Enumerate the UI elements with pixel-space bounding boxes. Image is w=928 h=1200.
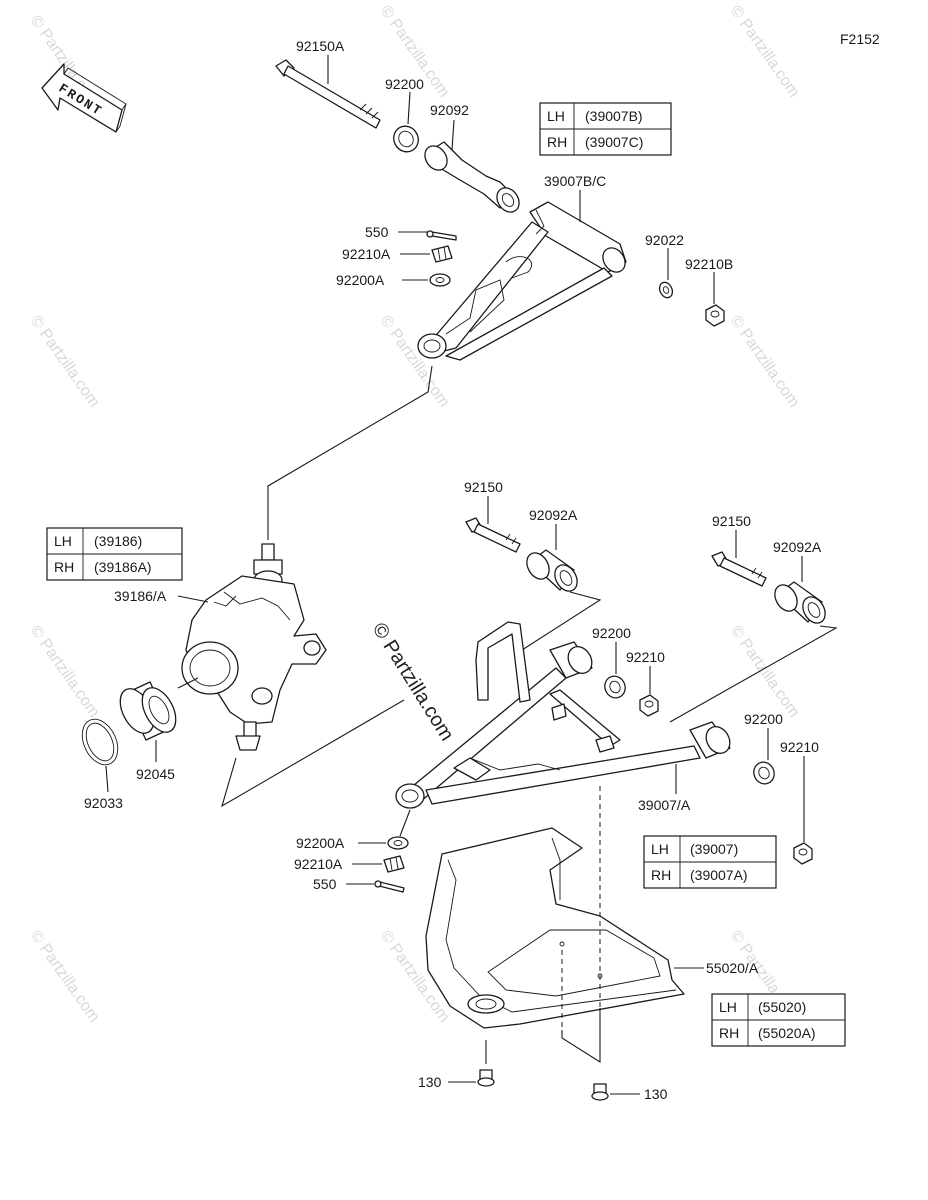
watermark-text: © Partzilla.com bbox=[377, 313, 453, 411]
watermark-text: © Partzilla.com bbox=[27, 313, 103, 411]
connector-line bbox=[521, 591, 602, 651]
label-92045: 92045 bbox=[136, 766, 175, 782]
table-cell-part: (55020A) bbox=[758, 1025, 816, 1041]
label-92210B: 92210B bbox=[685, 256, 733, 272]
knuckle-39186-drawing bbox=[181, 543, 327, 751]
label-550-top: 550 bbox=[365, 224, 389, 240]
table-cell-part: (39007A) bbox=[690, 867, 748, 883]
table-cell-part: (39186) bbox=[94, 533, 142, 549]
label-92210A-top: 92210A bbox=[342, 246, 391, 262]
bushing-92092A-mid-drawing bbox=[526, 549, 578, 592]
table-cell-part: (39007) bbox=[690, 841, 738, 857]
label-130-right: 130 bbox=[644, 1086, 668, 1102]
washer-92200A-top-drawing bbox=[429, 273, 451, 287]
washer-92200-mid-drawing bbox=[604, 675, 626, 699]
watermark-text: © Partzilla.com bbox=[727, 3, 803, 101]
label-92022: 92022 bbox=[645, 232, 684, 248]
castle-nut-92210A-top-drawing bbox=[431, 245, 453, 263]
bushing-92092A-right-drawing bbox=[774, 581, 826, 624]
label-92200-top: 92200 bbox=[385, 76, 424, 92]
watermark-text: © Partzilla.com bbox=[727, 313, 803, 411]
watermark-text: © Partzilla.com bbox=[727, 623, 803, 721]
table-cell-side: RH bbox=[719, 1025, 739, 1041]
label-92210-mid: 92210 bbox=[626, 649, 665, 665]
nut-92210-right-drawing bbox=[793, 842, 813, 865]
bearing-92045-drawing bbox=[119, 681, 177, 741]
label-92092: 92092 bbox=[430, 102, 469, 118]
label-92150-right: 92150 bbox=[712, 513, 751, 529]
label-130-left: 130 bbox=[418, 1074, 442, 1090]
bolt-92150-right-drawing bbox=[711, 551, 767, 587]
table-cell-part: (39186A) bbox=[94, 559, 152, 575]
label-92033: 92033 bbox=[84, 795, 123, 811]
label-92092A-right: 92092A bbox=[773, 539, 822, 555]
label-92200-mid: 92200 bbox=[592, 625, 631, 641]
label-39007BC: 39007B/C bbox=[544, 173, 606, 189]
bolt-130-right-drawing bbox=[591, 1083, 609, 1101]
table-cell-side: LH bbox=[719, 999, 737, 1015]
table-cell-part: (55020) bbox=[758, 999, 806, 1015]
table-guard: LH (55020) RH (55020A) bbox=[711, 993, 846, 1047]
washer-92200-right-drawing bbox=[753, 761, 775, 785]
connector-line bbox=[669, 625, 838, 723]
table-cell-part: (39007B) bbox=[585, 108, 643, 124]
table-cell-side: RH bbox=[547, 134, 567, 150]
bolt-130-left-drawing bbox=[477, 1069, 495, 1087]
figure-id: F2152 bbox=[840, 31, 880, 47]
circlip-92033-drawing bbox=[81, 718, 119, 766]
table-cell-side: LH bbox=[54, 533, 72, 549]
table-cell-side: LH bbox=[651, 841, 669, 857]
label-39007A: 39007/A bbox=[638, 797, 691, 813]
label-92210-right: 92210 bbox=[780, 739, 819, 755]
label-92150A: 92150A bbox=[296, 38, 345, 54]
watermark-text: © Partzilla.com bbox=[27, 928, 103, 1026]
label-92210A-bottom: 92210A bbox=[294, 856, 343, 872]
bolt-92150A-drawing bbox=[275, 59, 381, 129]
label-92150-mid: 92150 bbox=[464, 479, 503, 495]
connector-line bbox=[267, 365, 433, 540]
table-lower-arm: LH (39007) RH (39007A) bbox=[643, 835, 777, 889]
upper-a-arm-drawing bbox=[417, 201, 627, 361]
watermark-text: © Partzilla.com bbox=[27, 623, 103, 721]
label-92200A-bottom: 92200A bbox=[296, 835, 345, 851]
castle-nut-92210A-bottom-drawing bbox=[383, 855, 405, 873]
bolt-92150-mid-drawing bbox=[465, 517, 521, 553]
table-upper-arm: LH (39007B) RH (39007C) bbox=[539, 102, 672, 156]
table-knuckle: LH (39186) RH (39186A) bbox=[46, 527, 183, 581]
washer-92022-drawing bbox=[658, 281, 674, 299]
connector-line bbox=[399, 809, 411, 837]
cotter-pin-550-bottom-drawing bbox=[374, 880, 405, 893]
connector-line bbox=[221, 699, 405, 808]
table-cell-part: (39007C) bbox=[585, 134, 643, 150]
table-cell-side: RH bbox=[651, 867, 671, 883]
label-39186A: 39186/A bbox=[114, 588, 167, 604]
connector-line bbox=[561, 1008, 601, 1063]
label-92092A-mid: 92092A bbox=[529, 507, 578, 523]
bushing-92092-drawing bbox=[424, 141, 520, 213]
table-cell-side: RH bbox=[54, 559, 74, 575]
washer-92200A-bottom-drawing bbox=[387, 836, 409, 850]
center-watermark: © Partzilla.com bbox=[368, 619, 458, 745]
label-92200-right: 92200 bbox=[744, 711, 783, 727]
lower-a-arm-drawing bbox=[395, 621, 731, 809]
cotter-pin-550-top-drawing bbox=[426, 230, 457, 241]
table-cell-side: LH bbox=[547, 108, 565, 124]
label-55020A: 55020/A bbox=[706, 960, 759, 976]
guard-55020-drawing bbox=[425, 827, 685, 1029]
label-550-bottom: 550 bbox=[313, 876, 337, 892]
nut-92210B-drawing bbox=[705, 304, 725, 327]
label-92200A-top: 92200A bbox=[336, 272, 385, 288]
nut-92210-mid-drawing bbox=[639, 694, 659, 717]
washer-92200-drawing bbox=[393, 125, 419, 153]
